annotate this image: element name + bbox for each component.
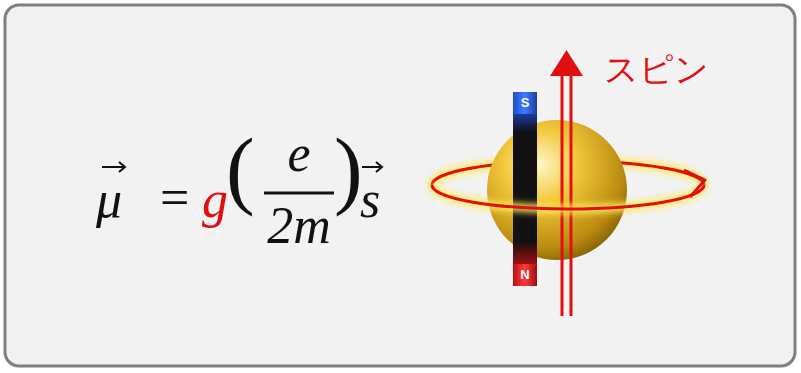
magnet-pole-label: N (513, 268, 537, 281)
magnet-pole-label: S (513, 96, 537, 109)
fraction-denominator: 2m (264, 200, 334, 252)
formula-symbol: μ (96, 174, 122, 226)
bar-magnet (513, 92, 537, 286)
formula-symbol: s (360, 174, 380, 226)
spin-axis-arrow (550, 50, 583, 316)
panel (5, 5, 795, 366)
formula-operator: = (160, 172, 189, 224)
spin-orbit (432, 185, 704, 209)
spin-label: スピン (604, 52, 709, 86)
fraction-bar (264, 192, 334, 195)
fraction-numerator: e (264, 128, 334, 180)
particle-sphere (487, 120, 627, 260)
formula-paren: ( (226, 126, 255, 212)
g-factor: g (202, 174, 228, 226)
orbit-arrowhead (684, 170, 705, 197)
formula-paren: ) (334, 126, 363, 212)
